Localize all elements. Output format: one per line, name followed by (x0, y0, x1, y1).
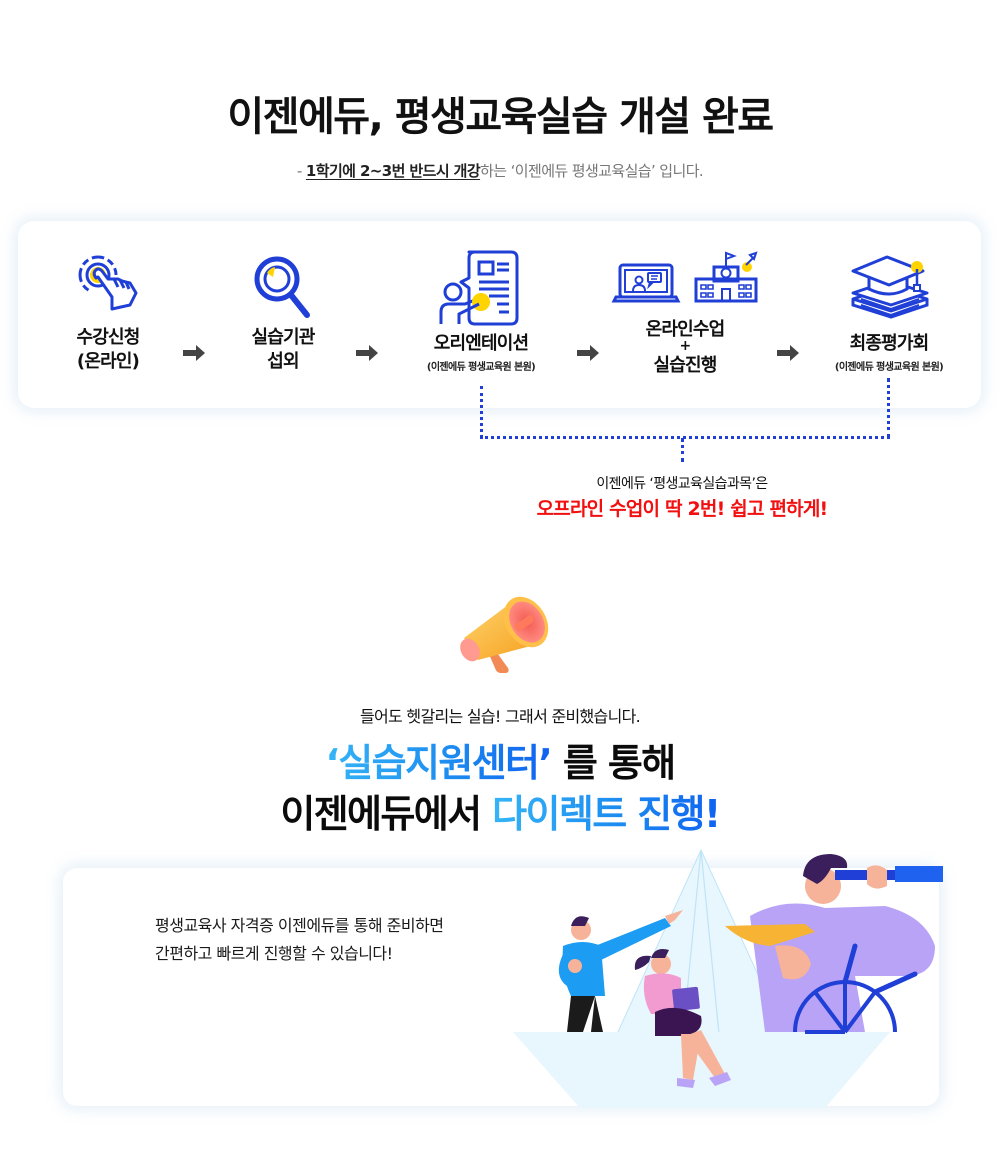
step-plus: + (679, 338, 692, 354)
offline-highlight: 오프라인 수업이 딱 2번! 쉽고 편하게! (536, 498, 829, 520)
promo-intro: 들어도 헷갈리는 실습! 그래서 준비했습니다. (359, 707, 641, 726)
connector-center (681, 438, 684, 462)
process-card: 수강신청 (온라인) 실습기관 섭외 오리엔테이션 (이젠에듀 평생교육원 본원… (18, 221, 981, 408)
bottom-text-line2: 간편하고 빠르게 진행할 수 있습니다! (155, 944, 393, 963)
promo-heading-line2: 이젠에듀에서 다이렉트 진행! (0, 783, 1000, 838)
step-note: (이젠에듀 평생교육원 본원) (834, 362, 944, 373)
promo-heading-line2-plain: 이젠에듀에서 (280, 792, 493, 836)
arrow-right-icon (577, 345, 599, 361)
step-label: 수강신청 (76, 327, 140, 348)
subtitle-rest: 하는 ‘이젠에듀 평생교육실습’ 입니다. (480, 162, 704, 180)
connector-left (480, 386, 483, 438)
step-label-sub: (온라인) (76, 351, 140, 372)
step-institution: 실습기관 섭외 (228, 221, 338, 408)
support-center-highlight: ‘실습지원센터’ (325, 741, 552, 785)
graduation-cap-books-icon (851, 255, 929, 319)
step-final-evaluation: 최종평가회 (이젠에듀 평생교육원 본원) (816, 221, 962, 408)
connector-bottom (480, 436, 890, 439)
arrow-right-icon (777, 345, 799, 361)
magnifier-icon (254, 256, 310, 318)
promo-heading-line1: ‘실습지원센터’ 를 통해 (0, 732, 1000, 787)
laptop-school-icon (611, 251, 758, 303)
subtitle-emphasis: 1학기에 2~3번 반드시 개강 (305, 162, 481, 180)
step-label: 오리엔테이션 (433, 333, 529, 354)
arrow-right-icon (356, 345, 378, 361)
team-on-paper-boat-illustration (513, 848, 943, 1108)
step-label-sub: 섭외 (267, 351, 299, 372)
step-orientation: 오리엔테이션 (이젠에듀 평생교육원 본원) (410, 221, 552, 408)
megaphone-icon (460, 596, 549, 673)
subtitle-prefix: - (296, 162, 306, 180)
step-label: 온라인수업 (645, 319, 726, 340)
page-title: 이젠에듀, 평생교육실습 개설 완료 (227, 94, 774, 140)
connector-right (887, 378, 890, 438)
touch-hand-icon (78, 255, 138, 311)
step-online-practice: 온라인수업 + 실습진행 (610, 221, 760, 408)
step-label: 최종평가회 (849, 333, 930, 354)
promo-heading-line1-rest: 를 통해 (551, 741, 676, 785)
step-enrollment: 수강신청 (온라인) (58, 221, 158, 408)
direct-highlight: 다이렉트 진행! (492, 792, 721, 836)
step-note: (이젠에듀 평생교육원 본원) (426, 362, 536, 373)
arrow-right-icon (183, 345, 205, 361)
presenter-document-icon (439, 250, 519, 326)
offline-intro: 이젠에듀 ‘평생교육실습과목’은 (596, 476, 768, 492)
step-label-sub: 실습진행 (653, 355, 717, 376)
page-subtitle: - 1학기에 2~3번 반드시 개강하는 ‘이젠에듀 평생교육실습’ 입니다. (0, 160, 1000, 181)
step-label: 실습기관 (251, 327, 315, 348)
bottom-text: 평생교육사 자격증 이젠에듀를 통해 준비하면 간편하고 빠르게 진행할 수 있… (155, 912, 555, 968)
bottom-text-line1: 평생교육사 자격증 이젠에듀를 통해 준비하면 (155, 916, 444, 935)
